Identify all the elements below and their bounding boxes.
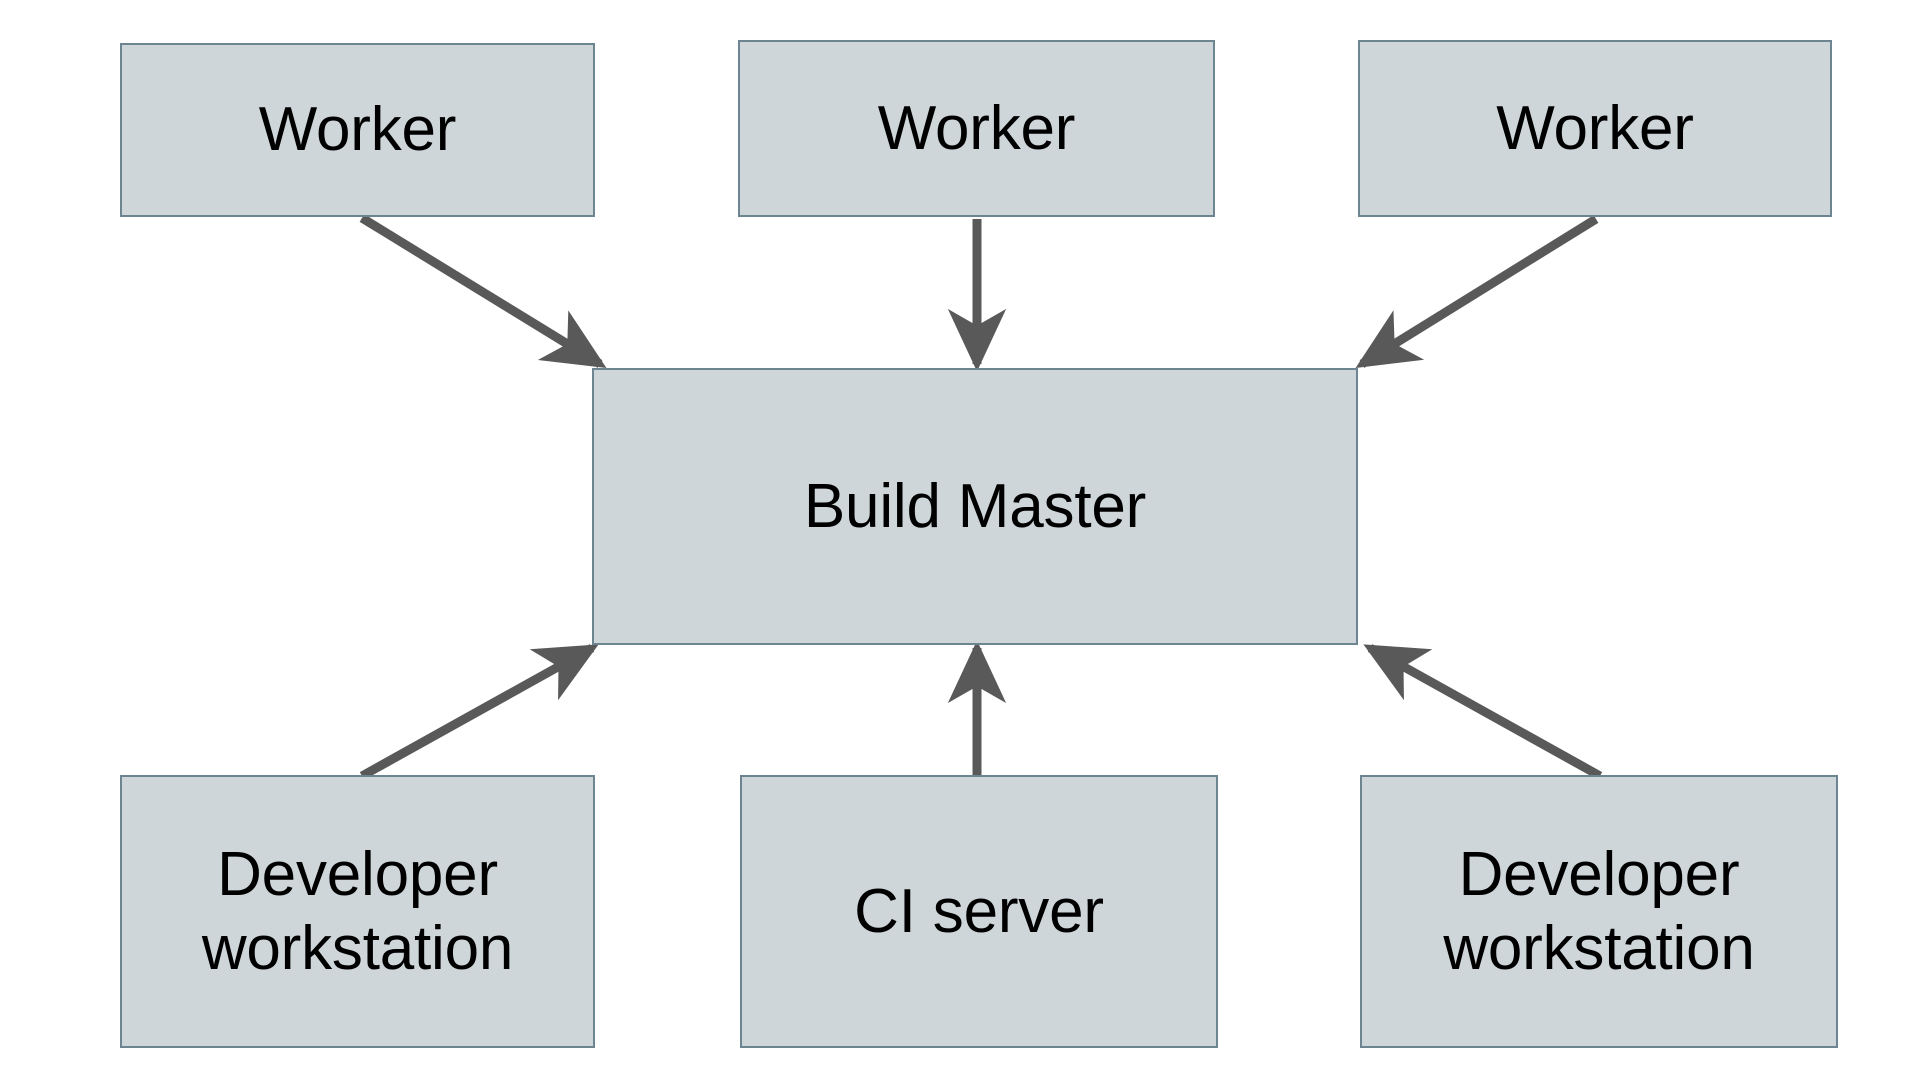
- node-developer-workstation-right[interactable]: Developer workstation: [1360, 775, 1838, 1048]
- edge-worker1-to-master: [359, 214, 607, 368]
- node-ci-server[interactable]: CI server: [740, 775, 1218, 1048]
- edge-developer-workstation-right-to-master: [1363, 644, 1603, 780]
- node-build-master[interactable]: Build Master: [592, 368, 1358, 645]
- node-worker-1-label: Worker: [258, 95, 457, 165]
- node-developer-workstation-left[interactable]: Developer workstation: [120, 775, 595, 1048]
- node-ci-server-label: CI server: [854, 876, 1104, 946]
- node-worker-2-label: Worker: [877, 93, 1076, 163]
- edge-worker3-to-master: [1355, 215, 1599, 368]
- node-worker-1[interactable]: Worker: [120, 43, 595, 217]
- node-developer-workstation-right-label: Developer workstation: [1443, 840, 1755, 983]
- edge-developer-workstation-left-to-master: [359, 644, 599, 780]
- node-worker-3-label: Worker: [1496, 93, 1694, 163]
- node-build-master-label: Build Master: [803, 471, 1147, 541]
- node-worker-2[interactable]: Worker: [738, 40, 1215, 217]
- node-worker-3[interactable]: Worker: [1358, 40, 1832, 217]
- node-developer-workstation-left-label: Developer workstation: [201, 840, 514, 983]
